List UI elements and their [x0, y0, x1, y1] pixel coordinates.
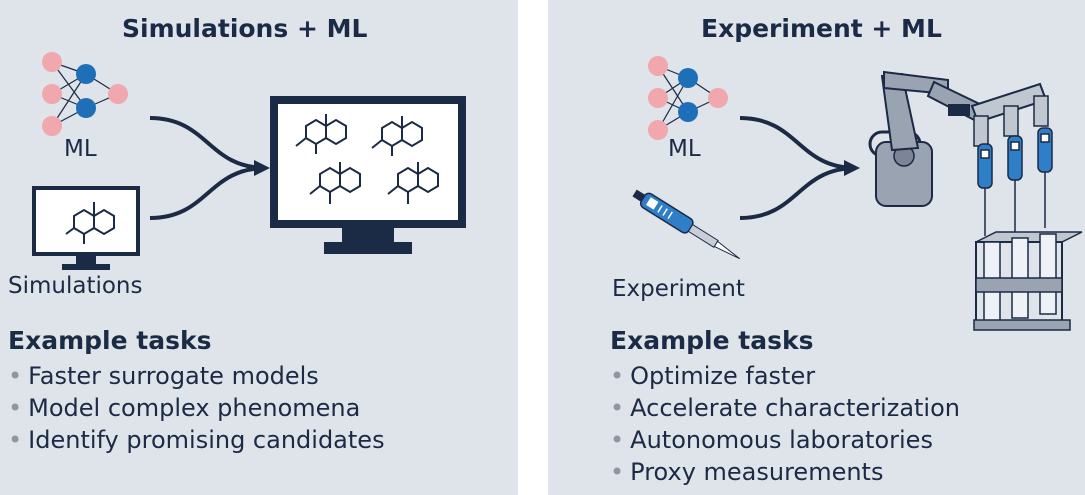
- tasks-heading: Example tasks: [8, 326, 212, 355]
- experiment-ml-panel: Experiment + ML ML Experiment: [548, 0, 1085, 495]
- panel-title: Simulations + ML: [122, 14, 368, 43]
- molecule-icon: [371, 116, 423, 156]
- list-item: •Accelerate characterization: [610, 394, 960, 422]
- merge-arrow-icon: [149, 116, 270, 220]
- pipette-icon: [977, 127, 1053, 236]
- simulations-ml-panel: Simulations + ML ML Simulations: [0, 0, 518, 495]
- merge-arrow-icon: [739, 116, 860, 220]
- task-list: •Optimize faster •Accelerate characteriz…: [610, 360, 960, 488]
- list-item: •Proxy measurements: [610, 458, 884, 486]
- simulations-label: Simulations: [8, 273, 143, 299]
- computer-monitor-icon: [32, 186, 140, 270]
- neural-network-icon: [42, 52, 128, 136]
- molecule-icon: [309, 162, 361, 204]
- pipette-icon: [632, 189, 741, 260]
- experiment-label: Experiment: [612, 276, 745, 302]
- panel-title: Experiment + ML: [701, 14, 942, 43]
- molecule-icon: [295, 114, 347, 154]
- task-list: •Faster surrogate models •Model complex …: [8, 360, 385, 456]
- test-tube-rack-icon: [973, 231, 1083, 331]
- molecule-icon: [65, 202, 115, 244]
- robot-arm-icon: [868, 70, 1049, 207]
- list-item: •Faster surrogate models: [8, 362, 319, 390]
- ml-label: ML: [64, 136, 97, 162]
- list-item: •Autonomous laboratories: [610, 426, 933, 454]
- molecule-icon: [387, 162, 439, 204]
- list-item: •Model complex phenomena: [8, 394, 361, 422]
- list-item: •Optimize faster: [610, 362, 816, 390]
- computer-monitor-icon: [270, 96, 466, 254]
- neural-network-icon: [648, 56, 728, 140]
- tasks-heading: Example tasks: [610, 326, 814, 355]
- ml-label: ML: [668, 136, 701, 162]
- list-item: •Identify promising candidates: [8, 426, 385, 454]
